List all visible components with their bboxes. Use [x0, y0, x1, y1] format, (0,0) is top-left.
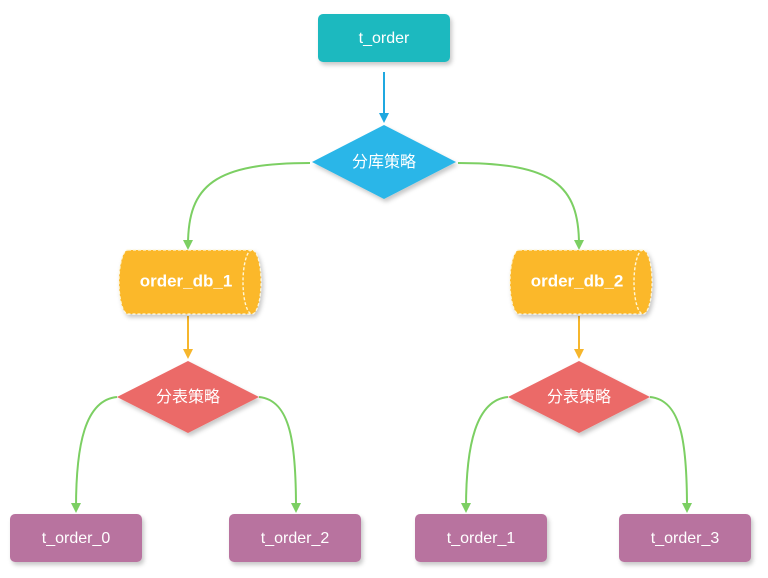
node-t-order-1-label: t_order_1	[447, 530, 516, 547]
node-t-order-3[interactable]: t_order_3	[619, 514, 751, 562]
node-table-strategy-1-label: 分表策略	[156, 388, 220, 406]
node-db1[interactable]: order_db_1	[118, 249, 262, 315]
node-db2-label: order_db_2	[531, 271, 624, 290]
edge-db-strategy-to-db2	[457, 162, 584, 250]
node-t-order-3-label: t_order_3	[651, 530, 720, 547]
node-db-strategy[interactable]: 分库策略	[312, 125, 456, 199]
node-t-order-0[interactable]: t_order_0	[10, 514, 142, 562]
node-t-order-2-label: t_order_2	[261, 530, 330, 547]
node-db-strategy-label: 分库策略	[352, 153, 416, 171]
node-table-strategy-1[interactable]: 分表策略	[117, 361, 259, 433]
node-root[interactable]: t_order	[318, 14, 450, 62]
node-table-strategy-2-label: 分表策略	[547, 388, 611, 406]
node-t-order-2[interactable]: t_order_2	[229, 514, 361, 562]
node-root-label: t_order	[359, 30, 410, 47]
node-t-order-1[interactable]: t_order_1	[415, 514, 547, 562]
edge-table-strategy-1-to-t-order-0	[71, 396, 118, 513]
edge-table-strategy-2-to-t-order-3	[649, 396, 692, 513]
edge-db-strategy-to-db1	[183, 162, 311, 250]
node-t-order-0-label: t_order_0	[42, 530, 111, 547]
node-table-strategy-2[interactable]: 分表策略	[508, 361, 650, 433]
node-db2[interactable]: order_db_2	[509, 249, 653, 315]
edges	[71, 72, 692, 513]
edge-table-strategy-2-to-t-order-1	[461, 396, 509, 513]
node-db1-label: order_db_1	[140, 271, 233, 290]
edge-table-strategy-1-to-t-order-2	[258, 396, 301, 513]
